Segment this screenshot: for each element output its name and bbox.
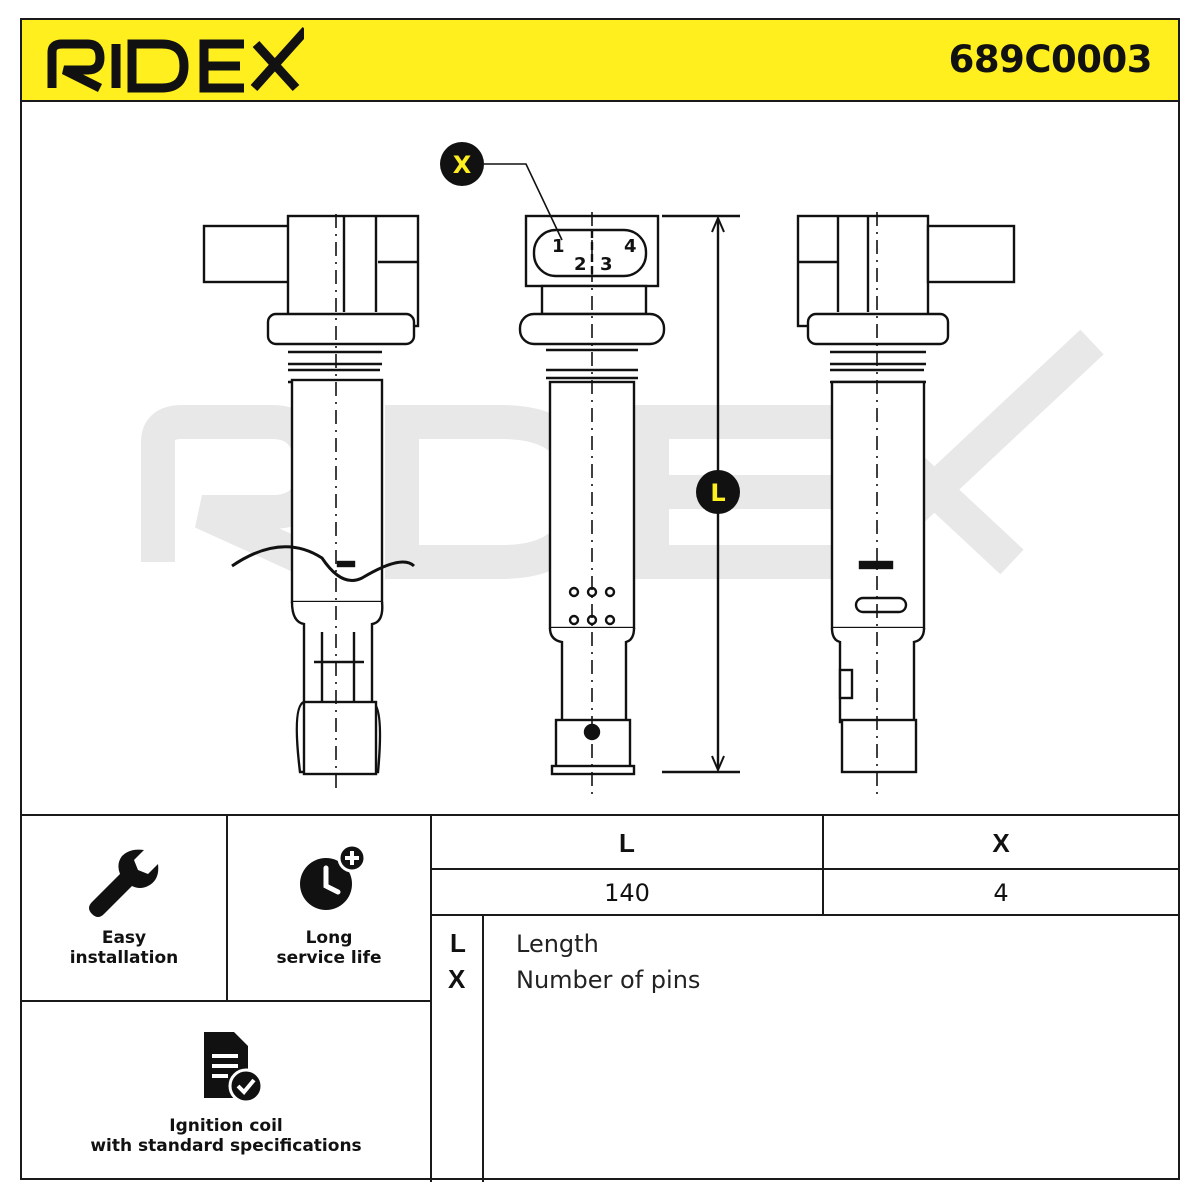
- legend-desc-length: Length: [516, 930, 599, 958]
- ignition-coil-drawing: 1 2 3 4: [141, 142, 1104, 794]
- callout-l-badge: L: [696, 470, 740, 514]
- document-check-icon: [204, 1032, 264, 1104]
- spec-header-cell-x: X: [824, 816, 1178, 870]
- feature-long-service-life: Long service life: [228, 816, 432, 1000]
- callout-x-label: X: [453, 151, 472, 179]
- feature-1-line2: installation: [69, 948, 179, 968]
- technical-drawing: 1 2 3 4: [22, 102, 1178, 814]
- spec-value-cell-x: 4: [824, 870, 1178, 916]
- clock-plus-icon: [300, 843, 367, 910]
- feature-3-line1: Ignition coil: [169, 1116, 283, 1136]
- connector-pin-labels: 1 2 3 4: [552, 236, 637, 275]
- feature-easy-installation: Easy installation: [22, 816, 228, 1000]
- spec-value-cell-l: 140: [432, 870, 824, 916]
- feature-1-line1: Easy: [101, 928, 147, 948]
- info-section: Easy installation Long service life Igni…: [22, 814, 1178, 1182]
- pin-3-label: 3: [600, 254, 613, 275]
- header-bar: 689C0003: [22, 20, 1178, 102]
- spec-header-l: L: [619, 828, 635, 858]
- coil-right-view: [796, 212, 1016, 794]
- callout-x-leader: [484, 163, 563, 241]
- wrench-icon: [89, 849, 159, 917]
- spec-header-cell-l: L: [432, 816, 824, 870]
- feature-2-line1: Long: [305, 928, 353, 948]
- spec-header-x: X: [992, 828, 1010, 858]
- part-number: 689C0003: [948, 38, 1153, 81]
- legend-desc-pins: Number of pins: [516, 966, 701, 994]
- callout-x-badge: X: [440, 142, 484, 186]
- legend: L X Length Number of pins: [432, 916, 1178, 1182]
- coil-left-view: [202, 214, 420, 794]
- pin-4-label: 4: [624, 236, 637, 257]
- dimension-l: [662, 214, 740, 774]
- pin-1-label: 1: [552, 236, 565, 257]
- spec-table: L X 140 4: [432, 816, 1178, 916]
- legend-key-l: L: [450, 928, 466, 958]
- spec-value-l: 140: [604, 879, 650, 907]
- product-sheet: 689C0003: [20, 18, 1180, 1182]
- spec-value-x: 4: [993, 879, 1009, 907]
- pin-2-label: 2: [574, 254, 587, 275]
- feature-3-line2: with standard specifications: [90, 1136, 362, 1156]
- legend-key-column: L X: [432, 916, 484, 1182]
- coil-center-view: [518, 212, 666, 794]
- callout-l-label: L: [710, 479, 725, 507]
- feature-2-line2: service life: [276, 948, 382, 968]
- brand-logo: [44, 26, 310, 100]
- ridex-logo-icon: [47, 26, 310, 93]
- legend-key-x: X: [448, 964, 466, 994]
- feature-standard-specs: Ignition coil with standard specificatio…: [22, 1000, 432, 1182]
